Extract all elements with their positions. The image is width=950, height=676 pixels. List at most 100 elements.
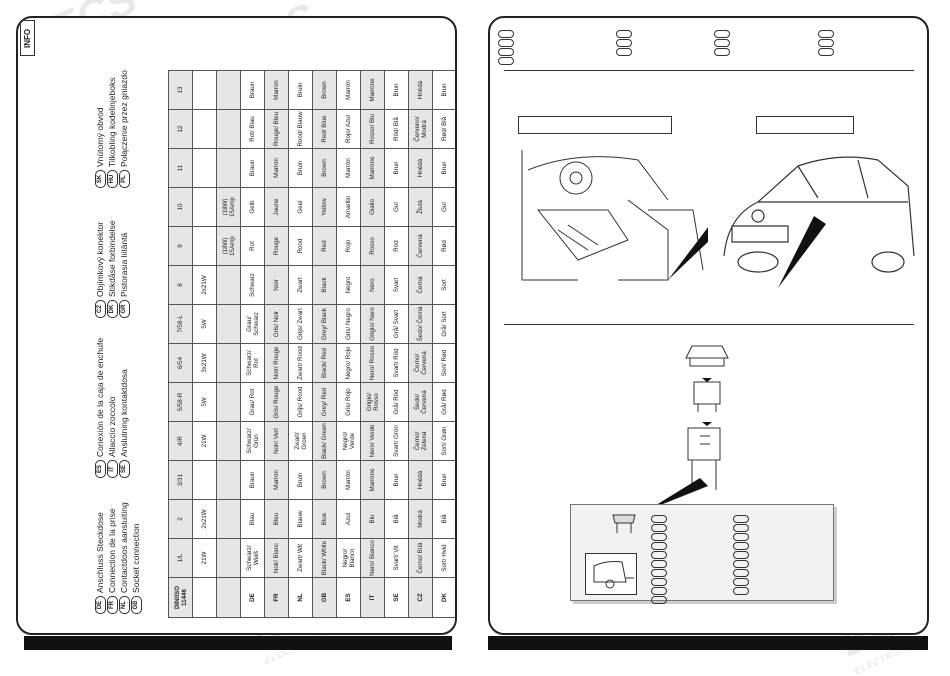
tag-ovals-right [733, 515, 749, 596]
table-cell: Rood [288, 226, 313, 266]
table-cell: 6/54 [168, 343, 193, 383]
table-cell: Brun [384, 70, 409, 110]
table-cell: Hnědá [408, 148, 433, 188]
country-code-badge: DE [94, 596, 106, 614]
table-cell: 5/58-R [168, 382, 193, 422]
table-cell: Rot/ Blau [240, 109, 265, 149]
table-cell [216, 382, 241, 422]
table-cell: Hnědá [408, 460, 433, 500]
table-cell: Musta/ Punainen [457, 344, 458, 383]
table-cell: Röd [384, 226, 409, 266]
country-code-badge: IT [106, 460, 118, 478]
table-cell: Marrone [360, 70, 385, 110]
legend-text: Pistorasia liitäntä [119, 232, 129, 297]
table-cell: Negro/ Rojo [336, 343, 361, 383]
table-cell: Červená [408, 226, 433, 266]
row-header: CZ [408, 577, 433, 618]
table-cell: Sininen [457, 500, 458, 539]
row-header: FI [457, 578, 458, 618]
legend-text: Połączenie przez gniazdo [119, 70, 129, 167]
table-cell: Röd/ Blå [384, 109, 409, 149]
table-cell: Modrá [408, 499, 433, 539]
table-cell: Keltainen [457, 188, 458, 227]
table-cell: Zwart/ Rood [288, 343, 313, 383]
table-cell: 5W [192, 304, 217, 344]
legend-text: Anslutning kontaktdosa [119, 369, 129, 457]
country-code-badge: HU [106, 170, 118, 188]
table-cell: Svart/ Vit [384, 538, 409, 578]
table-cell: Marrone [360, 460, 385, 500]
table-cell: Yellow [312, 187, 337, 227]
table-cell [192, 148, 217, 188]
table-cell: Gul [384, 187, 409, 227]
table-cell: Blauw [288, 499, 313, 539]
table-cell: Black/ White [312, 538, 337, 578]
table-cell: Braun [240, 148, 265, 188]
table-cell: Gris/ Rojo [336, 382, 361, 422]
country-code-badge: SK [94, 170, 106, 188]
table-cell: Rød [432, 226, 455, 266]
table-cell: Schwarz/ Grün [240, 421, 265, 461]
table-cell: Nero/ Bianco [360, 538, 385, 578]
table-cell: Černo/ Zelená [408, 421, 433, 461]
table-cell [216, 343, 241, 383]
legend-text: Socket connection [131, 523, 141, 593]
table-cell: Brun [432, 460, 455, 500]
country-code-badge: GR [118, 300, 130, 318]
table-cell: Noir/ Rouge [264, 343, 289, 383]
table-cell [192, 109, 217, 149]
table-cell: Black/ Red [312, 343, 337, 383]
country-code-badge: DK [106, 300, 118, 318]
table-cell: Marron [264, 70, 289, 110]
table-cell: Braun [240, 70, 265, 110]
table-cell: Harmaa/ Punainen [457, 383, 458, 422]
table-cell: 9 [168, 226, 193, 266]
table-cell: Rot [240, 226, 265, 266]
legend-item: GR Pistorasia liitäntä [118, 220, 130, 318]
table-cell: 3/31 [168, 460, 193, 500]
table-cell: Grå/ Svart [384, 304, 409, 344]
table-cell: Brown [312, 148, 337, 188]
table-cell: Rood/ Blauw [288, 109, 313, 149]
table-cell: Negro [336, 265, 361, 305]
language-ovals [818, 30, 834, 57]
caravan-icon [585, 553, 637, 595]
table-cell: Punainen [457, 227, 458, 266]
table-cell: Nero/ Verde [360, 421, 385, 461]
legend-text: Anschluss Steckdose [95, 512, 105, 593]
table-cell: Black [312, 265, 337, 305]
row-header: FR [264, 577, 289, 618]
table-cell [216, 304, 241, 344]
table-row: FIMusta/ ValkoinenSininenRuskeaMusta/ Vi… [457, 71, 458, 618]
table-cell: 12 [168, 109, 193, 149]
legend-text: Conexión de la caja de enchufe [95, 337, 105, 457]
country-code-badge: FR [106, 596, 118, 614]
table-cell: 2 [168, 499, 193, 539]
legend-item: FR Connection de la prise [106, 502, 118, 614]
table-cell: Harmaa/ Musta [457, 305, 458, 344]
legend-text: Connection de la prise [107, 508, 117, 593]
table-cell: Brun [432, 148, 455, 188]
table-cell: Grå/ Sort [432, 304, 455, 344]
language-ovals [498, 30, 514, 66]
car-illustration [723, 156, 915, 288]
row-header [192, 577, 217, 618]
table-cell: Azul [336, 499, 361, 539]
table-cell: Blå [432, 499, 455, 539]
fuse-small-icon [612, 514, 636, 533]
legend-text: Vnútorný obvod [95, 107, 105, 167]
table-cell: Gelb [240, 187, 265, 227]
table-cell: 13 [168, 70, 193, 110]
row-header: ES [336, 577, 361, 618]
table-cell: Zwart [288, 265, 313, 305]
table-cell: Svart/ Röd [384, 343, 409, 383]
table-cell: Sort/ Hvid [432, 538, 455, 578]
